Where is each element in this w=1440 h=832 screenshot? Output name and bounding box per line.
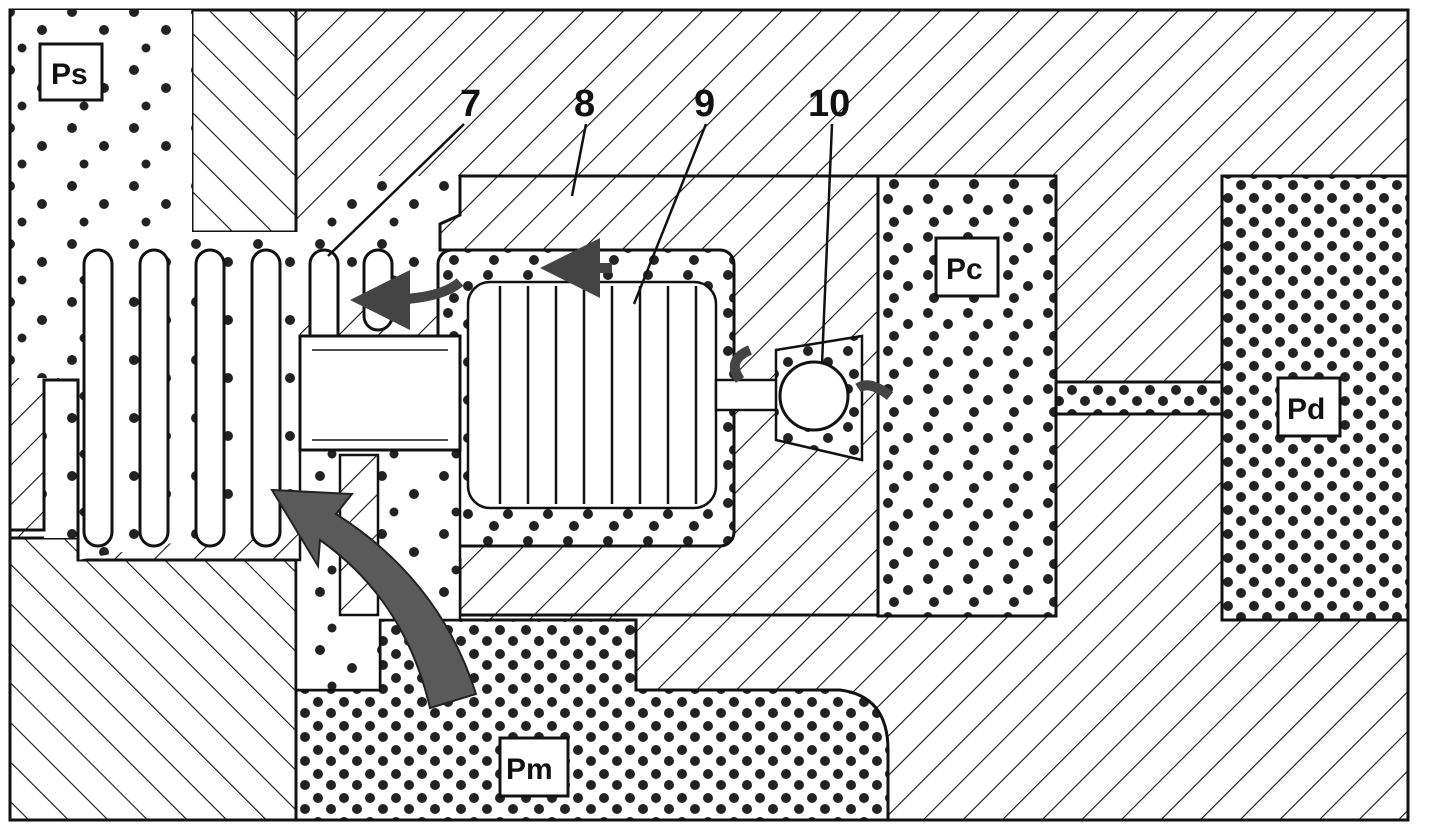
svg-text:Pc: Pc bbox=[946, 253, 983, 286]
callout-8-leader bbox=[570, 123, 588, 197]
svg-text:Pd: Pd bbox=[1287, 393, 1325, 426]
callout-10-leader bbox=[820, 123, 834, 365]
callout-8: 8 bbox=[574, 83, 595, 125]
flow-arrow-small-3 bbox=[729, 345, 753, 383]
svg-text:Pm: Pm bbox=[506, 753, 553, 786]
pc-pd-passage bbox=[1054, 380, 1224, 416]
svg-text:Ps: Ps bbox=[51, 58, 88, 91]
callout-9: 9 bbox=[694, 83, 715, 125]
big-flow-arrow bbox=[270, 488, 478, 710]
label-ps: Ps bbox=[38, 42, 104, 102]
flow-arrow-small-2 bbox=[350, 269, 464, 330]
upper-insert-block bbox=[190, 8, 298, 234]
ps-chamber bbox=[10, 10, 460, 560]
flow-arrow-small-4 bbox=[855, 380, 894, 400]
callout-7: 7 bbox=[460, 83, 481, 125]
label-pd: Pd bbox=[1276, 376, 1342, 438]
callout-10: 10 bbox=[808, 83, 850, 125]
label-pm: Pm bbox=[498, 736, 570, 798]
bellows-9 bbox=[466, 280, 718, 510]
piston-stem bbox=[298, 334, 462, 452]
label-pc: Pc bbox=[934, 236, 1000, 298]
callout-7-leader bbox=[327, 123, 465, 257]
lower-left-housing bbox=[8, 536, 298, 822]
callout-9-leader bbox=[632, 123, 708, 305]
ps-chamber-outline bbox=[8, 10, 80, 560]
check-ball-10 bbox=[778, 360, 850, 432]
